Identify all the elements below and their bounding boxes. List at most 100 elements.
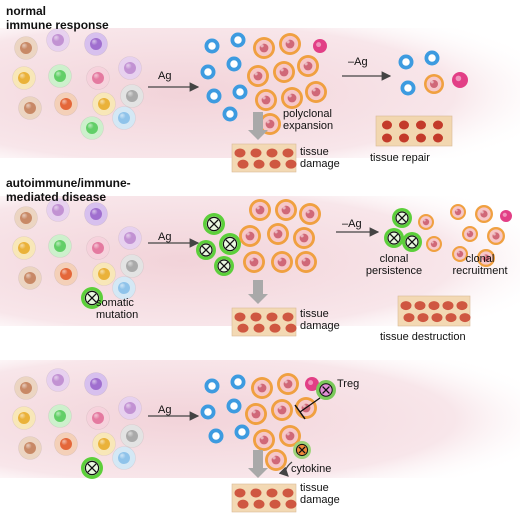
- blue-cell: [230, 32, 246, 48]
- tissue-damage-arrow: [248, 112, 268, 140]
- naive-cell: [84, 372, 108, 396]
- naive-cell: [48, 234, 72, 258]
- mutant-cell: [203, 213, 225, 235]
- naive-cell: [46, 198, 70, 222]
- naive-cell: [48, 404, 72, 428]
- mutant-cell: [219, 233, 241, 255]
- blue-cell: [230, 374, 246, 390]
- damage-line-1: tissue: [300, 482, 329, 494]
- expanded-cell: [462, 226, 478, 242]
- expanded-cell: [245, 403, 267, 425]
- blue-cell: [222, 106, 238, 122]
- expanded-cell: [267, 223, 289, 245]
- cells-layer: [12, 28, 512, 479]
- tissue-damage-image: [231, 143, 297, 173]
- somatic-mutation-label: somatic mutation: [96, 297, 138, 321]
- naive-cell: [14, 36, 38, 60]
- expanded-cell: [477, 249, 495, 267]
- naive-cell: [120, 84, 144, 108]
- expanded-cell: [305, 81, 327, 103]
- treg-label: Treg: [337, 378, 360, 390]
- tissue-destruction-label: tissue destruction: [380, 331, 466, 343]
- naive-cell: [18, 96, 42, 120]
- naive-cell: [112, 276, 136, 300]
- naive-cell: [118, 56, 142, 80]
- naive-cell: [54, 92, 78, 116]
- clonal-persistence-label: clonal persistence: [360, 253, 428, 277]
- cytokine-arrow: [278, 461, 293, 477]
- expanded-cell: [251, 377, 273, 399]
- tissue-damage-label: tissue damage: [300, 308, 340, 332]
- recruitment-line-2: recruitment: [452, 265, 508, 277]
- blue-cell: [206, 88, 222, 104]
- naive-cell: [112, 446, 136, 470]
- blue-cell: [232, 84, 248, 100]
- expanded-cell: [255, 89, 277, 111]
- mutant-cell: [402, 232, 422, 252]
- mutant-cell: [81, 457, 103, 479]
- treg-inhibition-bar: [294, 404, 306, 420]
- expanded-cell: [243, 251, 265, 273]
- naive-cell: [92, 262, 116, 286]
- pink-cell: [452, 72, 468, 88]
- title-line-2: immune response: [6, 18, 109, 32]
- expanded-cell: [277, 373, 299, 395]
- tissue-images-layer: [231, 115, 471, 513]
- expanded-cell: [293, 227, 315, 249]
- expanded-cell: [475, 205, 493, 223]
- expanded-cell: [271, 251, 293, 273]
- damage-line-1: tissue: [300, 146, 329, 158]
- damage-line-2: damage: [300, 158, 340, 170]
- naive-cell: [54, 432, 78, 456]
- naive-cell: [118, 226, 142, 250]
- blue-cell: [200, 64, 216, 80]
- clonal-recruitment-label: clonal recruitment: [444, 253, 516, 277]
- pink-cell: [500, 210, 512, 222]
- naive-cell: [46, 368, 70, 392]
- naive-cell: [84, 202, 108, 226]
- blue-cell: [204, 38, 220, 54]
- naive-cell: [46, 28, 70, 52]
- expanded-cell: [424, 74, 444, 94]
- mutant-cell: [214, 256, 234, 276]
- expanded-cell: [275, 199, 297, 221]
- blue-cell: [208, 428, 224, 444]
- mutant-cell: [81, 287, 103, 309]
- expansion-line-1: polyclonal: [283, 108, 332, 120]
- naive-cell: [14, 376, 38, 400]
- expanded-cell: [279, 33, 301, 55]
- expanded-cell: [297, 55, 319, 77]
- mutant-cell: [196, 240, 216, 260]
- tissue-damage-image: [231, 307, 297, 337]
- title-line-1: normal: [6, 4, 47, 18]
- naive-cell: [80, 116, 104, 140]
- naive-cell: [18, 266, 42, 290]
- expanded-cell: [418, 214, 434, 230]
- expanded-cell: [426, 236, 442, 252]
- naive-cell: [12, 66, 36, 90]
- naive-cell: [118, 396, 142, 420]
- expansion-line-2: expansion: [283, 120, 334, 132]
- expanded-cell: [281, 87, 303, 109]
- pink-cell: [313, 39, 327, 53]
- treg-cell: [316, 380, 336, 400]
- title-line-2: mediated disease: [6, 190, 107, 204]
- blue-cell: [234, 424, 250, 440]
- tissue-damage-label: tissue damage: [300, 146, 340, 170]
- damage-line-1: tissue: [300, 308, 329, 320]
- blue-cell: [226, 56, 242, 72]
- panel-title-autoimmune: autoimmune/immune- mediated disease: [6, 176, 131, 204]
- expanded-cell: [253, 37, 275, 59]
- panel-title-normal: normal immune response: [6, 4, 109, 32]
- cytokine-label: cytokine: [291, 463, 332, 475]
- ag-label: Ag: [158, 70, 172, 82]
- cytokine-cell: [293, 441, 311, 459]
- expanded-cell: [253, 429, 275, 451]
- tissue-damage-arrow: [248, 450, 268, 478]
- tissue-damage-arrow: [248, 280, 268, 304]
- naive-cell: [120, 424, 144, 448]
- expanded-cell: [273, 61, 295, 83]
- title-line-1: autoimmune/immune-: [6, 176, 131, 190]
- ag-label: Ag: [158, 404, 172, 416]
